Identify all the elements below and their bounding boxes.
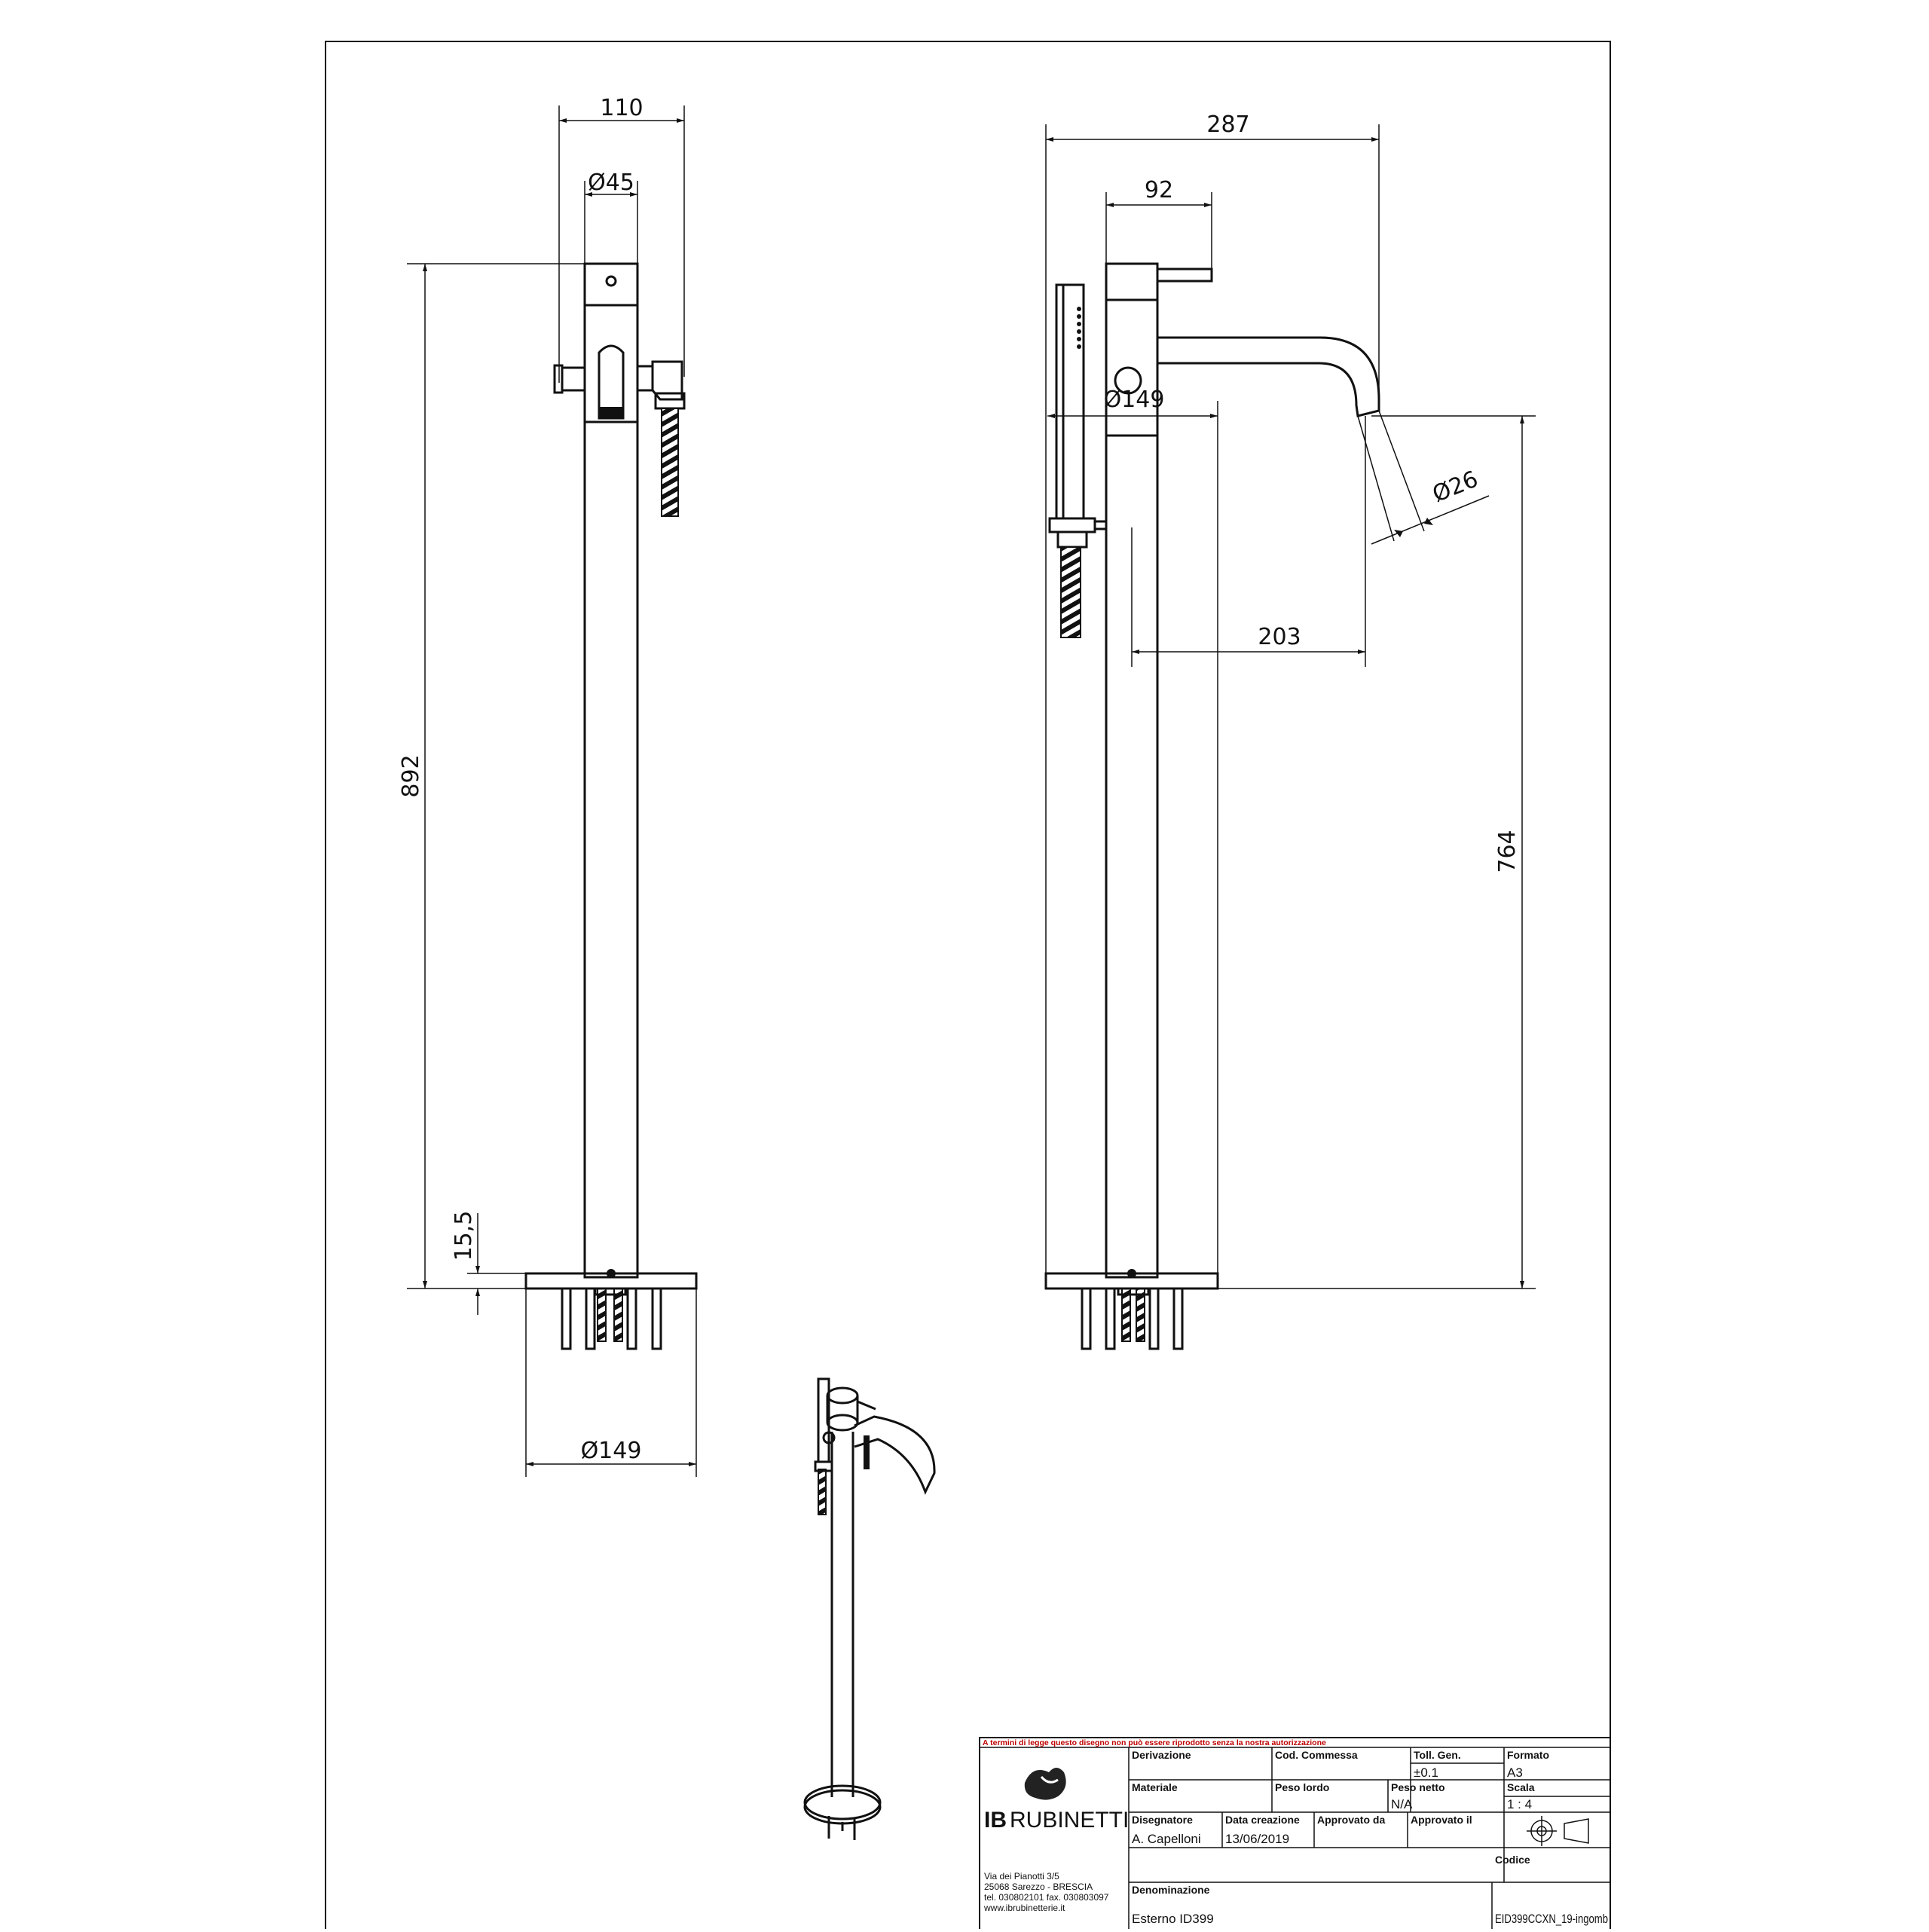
dim-side-spout-reach: 203 [1258,624,1301,650]
side-hose [1060,546,1081,638]
front-hose-connector [636,365,654,392]
dim-side-base-dia: Ø149 [1104,387,1165,413]
label-peso-netto: Peso netto [1391,1781,1445,1793]
label-scala: Scala [1507,1781,1535,1793]
side-spout [1157,336,1380,417]
value-formato: A3 [1507,1765,1523,1780]
value-codice: EID399CCXN_19-ingomb [1495,1912,1608,1926]
front-left-knob [561,366,586,392]
label-formato: Formato [1507,1749,1549,1761]
projection-symbol-icon [1527,1816,1589,1846]
label-approvato-da: Approvato da [1317,1814,1385,1826]
dim-front-handle-dia: Ø45 [588,170,634,196]
side-view: 287 92 Ø149 Ø26 203 764 [1044,112,1536,1350]
dim-front-height: 892 [398,754,424,797]
dim-side-lever: 92 [1145,177,1173,203]
address-line-1: Via dei Pianotti 3/5 [984,1871,1059,1882]
label-denominazione: Denominazione [1132,1884,1210,1896]
value-toll-gen: ±0.1 [1414,1765,1438,1780]
perspective-view [803,1377,936,1840]
dim-side-overall: 287 [1206,112,1249,138]
value-denominazione: Esterno ID399 [1132,1912,1214,1926]
side-shower-nozzles [1077,307,1081,349]
label-cod-commessa: Cod. Commessa [1275,1749,1358,1761]
address-line-2: 25068 Sarezzo - BRESCIA [984,1882,1093,1892]
dim-front-base-thickness: 15,5 [451,1211,477,1261]
label-materiale: Materiale [1132,1781,1178,1793]
front-hose [661,408,679,517]
front-handle-cap [583,262,639,307]
label-toll-gen: Toll. Gen. [1414,1749,1461,1761]
side-handle-cap [1105,262,1159,301]
drawing-border [325,41,1611,1931]
side-legs [1081,1287,1184,1350]
dim-front-width: 110 [600,95,643,121]
label-derivazione: Derivazione [1132,1749,1191,1761]
front-handle-dot [605,275,617,287]
front-spout-outlet [598,344,625,420]
dim-side-spout-height: 764 [1494,830,1521,873]
value-data-creazione: 13/06/2019 [1225,1832,1289,1846]
label-approvato-il: Approvato il [1411,1814,1472,1826]
side-shower-holder [1048,517,1096,533]
brand-logo-icon [1024,1768,1066,1800]
value-scala: 1 : 4 [1507,1797,1532,1811]
address-line-3: tel. 030802101 fax. 030803097 [984,1892,1109,1903]
label-codice: Codice [1495,1854,1530,1866]
side-lever [1156,267,1213,283]
front-view: 110 Ø45 892 15,5 Ø149 [398,95,698,1477]
label-peso-lordo: Peso lordo [1275,1781,1329,1793]
label-data-creazione: Data creazione [1225,1814,1300,1826]
side-hand-shower [1055,283,1085,520]
front-legs [561,1287,662,1350]
dim-front-base-dia: Ø149 [581,1438,642,1464]
address-line-4: www.ibrubinetterie.it [983,1903,1065,1913]
value-peso-netto: N/A [1391,1797,1413,1811]
value-disegnatore: A. Capelloni [1132,1832,1201,1846]
label-disegnatore: Disegnatore [1132,1814,1193,1826]
title-block: A termini di legge questo disegno non pu… [979,1737,1611,1931]
warning-text: A termini di legge questo disegno non pu… [983,1738,1326,1747]
front-aerator [598,407,624,417]
side-diverter-knob [1114,366,1142,395]
